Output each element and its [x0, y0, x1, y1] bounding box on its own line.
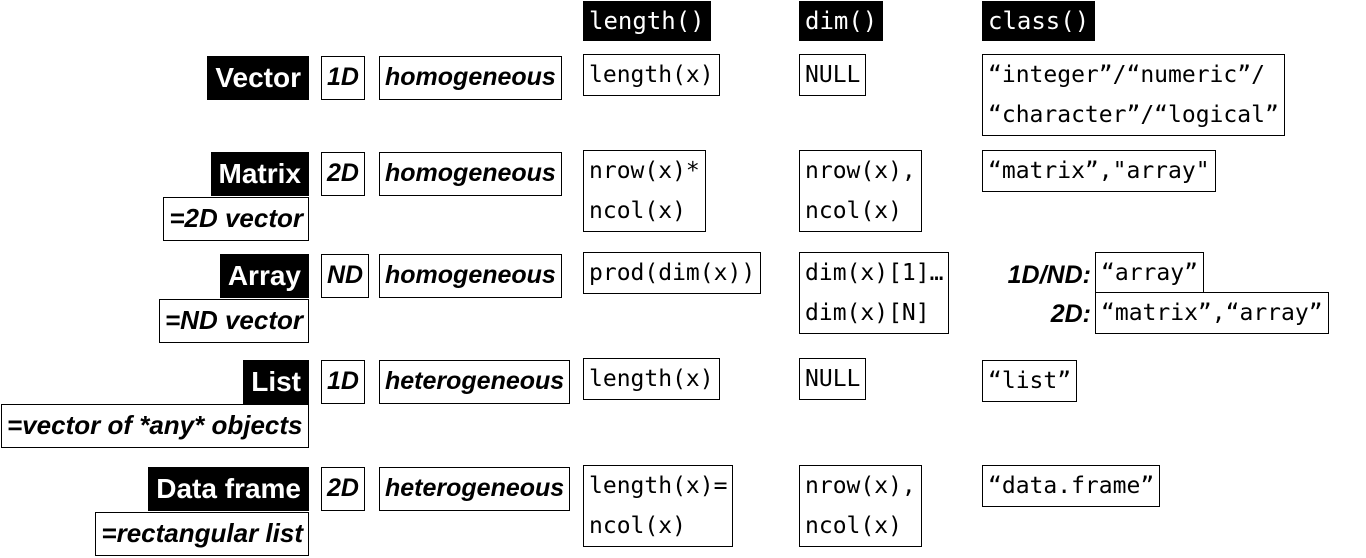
matrix-dims: 2D: [321, 152, 365, 196]
dataframe-length-line-2: ncol(x): [589, 513, 686, 539]
matrix-class-cell: “matrix”,"array": [982, 150, 1216, 192]
dataframe-note: =rectangular list: [95, 512, 309, 556]
array-dim-cell: dim(x)[1]… dim(x)[N]: [799, 252, 950, 334]
vector-class-line-2: “character”/“logical”: [988, 102, 1279, 128]
list-class-cell: “list”: [982, 360, 1078, 402]
array-dims: ND: [321, 254, 370, 298]
vector-dim-cell: NULL: [799, 54, 867, 96]
list-length-cell: length(x): [583, 358, 720, 400]
vector-dims: 1D: [321, 56, 365, 100]
matrix-length-line-2: ncol(x): [589, 198, 686, 224]
vector-length-line-1: length(x): [589, 62, 714, 88]
dataframe-dim-cell: nrow(x), ncol(x): [799, 465, 922, 547]
array-class-1d-value: “array”: [1101, 260, 1198, 286]
array-type-label: Array: [219, 254, 309, 298]
dataframe-dim-line-2: ncol(x): [805, 513, 902, 539]
list-dims: 1D: [321, 360, 365, 404]
list-class-line-1: “list”: [988, 368, 1072, 394]
list-dim-cell: NULL: [799, 358, 867, 400]
dim-header: dim(): [799, 1, 884, 41]
array-dim-line-1: dim(x)[1]…: [805, 260, 944, 286]
length-header: length(): [583, 1, 711, 41]
list-homogeneity: heterogeneous: [379, 360, 571, 404]
array-homogeneity: homogeneous: [379, 254, 562, 298]
matrix-length-line-1: nrow(x)*: [589, 158, 700, 184]
vector-dim-line-1: NULL: [805, 62, 861, 88]
matrix-dim-line-1: nrow(x),: [805, 158, 916, 184]
dataframe-class-line-1: “data.frame”: [988, 473, 1155, 499]
vector-type-label: Vector: [207, 56, 309, 100]
dataframe-dims: 2D: [321, 467, 365, 511]
list-type-label: List: [243, 360, 309, 404]
matrix-type-label: Matrix: [210, 152, 309, 196]
list-note: =vector of *any* objects: [1, 404, 309, 448]
dataframe-class-cell: “data.frame”: [982, 465, 1161, 507]
array-class-2d-label: 2D:: [1050, 300, 1091, 328]
array-note: =ND vector: [159, 299, 309, 343]
matrix-dim-line-2: ncol(x): [805, 198, 902, 224]
array-class-1d-cell: “array”: [1095, 252, 1204, 294]
vector-class-cell: “integer”/“numeric”/ “character”/“logica…: [982, 54, 1285, 136]
matrix-dim-cell: nrow(x), ncol(x): [799, 150, 922, 232]
dataframe-dim-line-1: nrow(x),: [805, 473, 916, 499]
vector-homogeneity: homogeneous: [379, 56, 562, 100]
array-dim-line-2: dim(x)[N]: [805, 300, 930, 326]
array-class-2d-value: “matrix”,“array”: [1101, 300, 1323, 326]
matrix-homogeneity: homogeneous: [379, 152, 562, 196]
matrix-note: =2D vector: [163, 197, 309, 241]
dataframe-length-line-1: length(x)=: [589, 473, 728, 499]
matrix-class-line-1: “matrix”,"array": [988, 158, 1210, 184]
array-length-cell: prod(dim(x)): [583, 252, 762, 294]
list-length-line-1: length(x): [589, 366, 714, 392]
list-dim-line-1: NULL: [805, 366, 861, 392]
vector-class-line-1: “integer”/“numeric”/: [988, 62, 1265, 88]
array-class-2d-cell: “matrix”,“array”: [1095, 292, 1329, 334]
vector-length-cell: length(x): [583, 54, 720, 96]
array-length-line-1: prod(dim(x)): [589, 260, 756, 286]
class-header: class(): [982, 1, 1096, 41]
array-class-1d-label: 1D/ND:: [1007, 261, 1091, 289]
dataframe-length-cell: length(x)= ncol(x): [583, 465, 734, 547]
matrix-length-cell: nrow(x)* ncol(x): [583, 150, 706, 232]
dataframe-homogeneity: heterogeneous: [379, 467, 571, 511]
dataframe-type-label: Data frame: [148, 467, 309, 511]
